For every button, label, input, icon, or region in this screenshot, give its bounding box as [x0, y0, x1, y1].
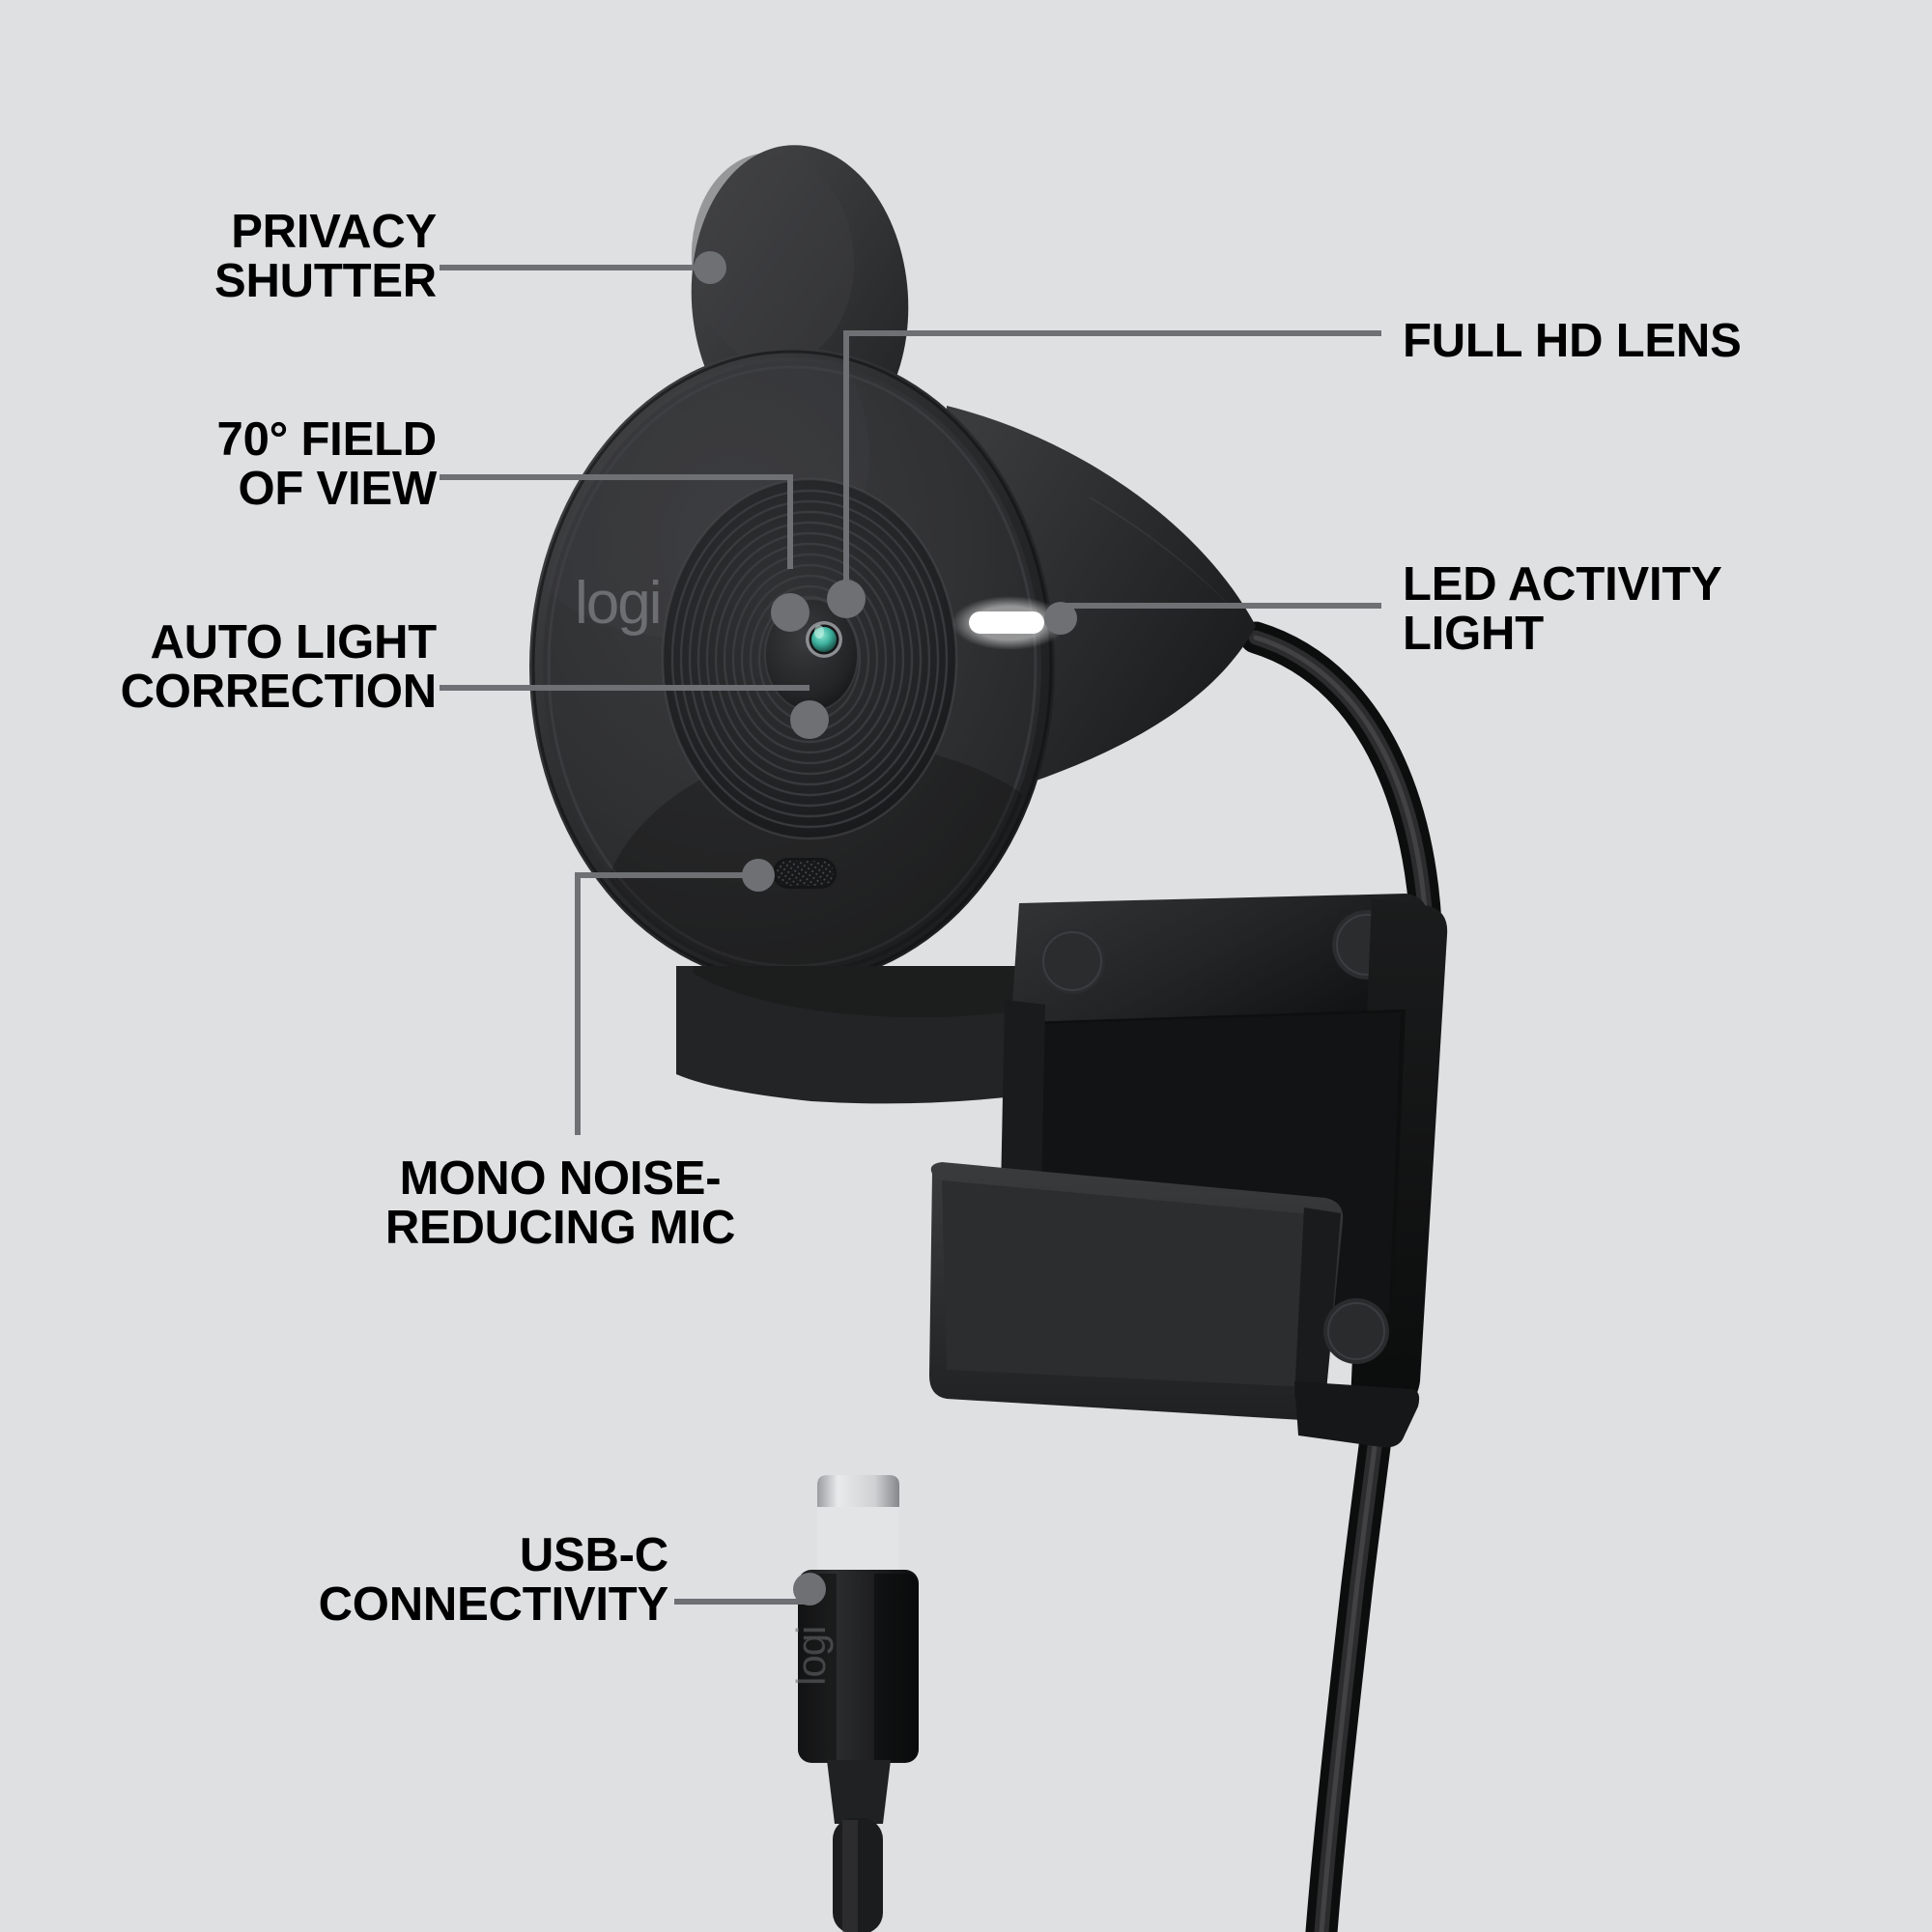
callout-full-hd-lens: FULL HD LENS: [1403, 315, 1742, 367]
svg-text:logi: logi: [575, 570, 661, 637]
microphone-grille: [773, 858, 837, 889]
led-activity-light-indicator: [952, 596, 1067, 650]
callout-auto-light-correction: AUTO LIGHT CORRECTION: [120, 616, 438, 718]
monitor-mount-clip: [929, 894, 1448, 1448]
callout-usb-c-connectivity: USB-C CONNECTIVITY: [318, 1529, 669, 1631]
callout-field-of-view: 70° FIELD OF VIEW: [216, 413, 438, 515]
logi-logo-connector: logi: [788, 1627, 834, 1686]
lens-glass: [806, 621, 842, 658]
logi-logo-face: logi: [575, 570, 663, 637]
leader-endpoint-dots: [694, 251, 1077, 1605]
camera-face: logi: [529, 348, 1067, 985]
svg-text:logi: logi: [788, 1627, 834, 1686]
callout-led-activity-light: LED ACTIVITY LIGHT: [1403, 558, 1722, 660]
lens-ring-assembly: [661, 477, 958, 840]
leader-lines: [440, 265, 1381, 1605]
callout-privacy-shutter: PRIVACY SHUTTER: [214, 206, 437, 307]
usb-c-plug: logi: [788, 1475, 919, 1932]
callout-mono-noise-reducing-mic: MONO NOISE- REDUCING MIC: [384, 1152, 736, 1254]
